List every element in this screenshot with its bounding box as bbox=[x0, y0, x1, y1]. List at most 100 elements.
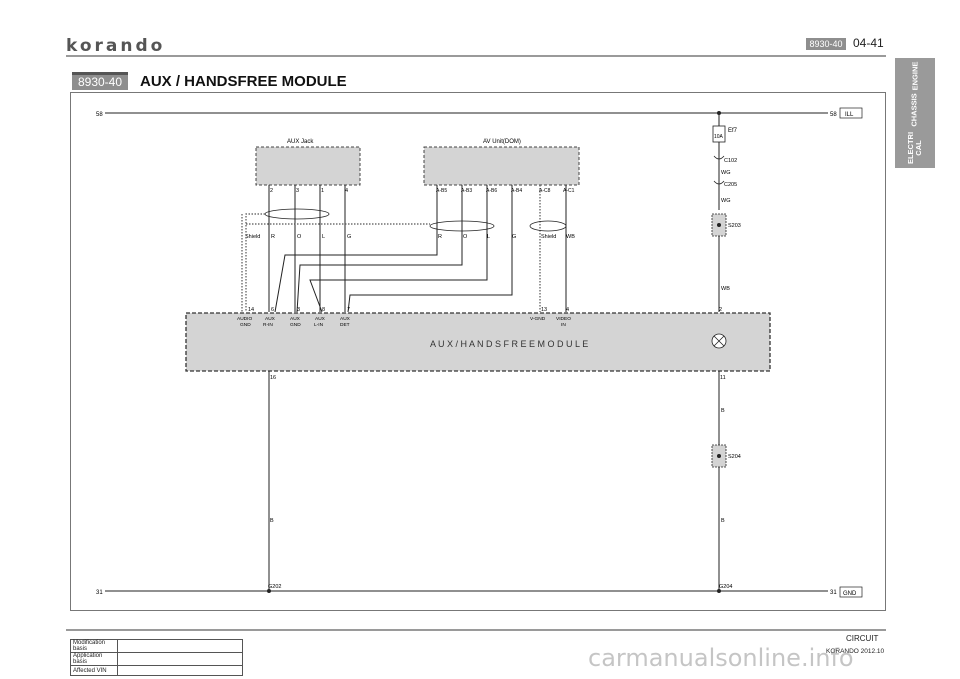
av-wire-l: L bbox=[487, 234, 490, 240]
av-wire-r: R bbox=[438, 234, 442, 240]
av-unit-box bbox=[423, 146, 580, 186]
header-divider bbox=[66, 55, 886, 57]
pin-name-aux-lin-2: L-IN bbox=[314, 322, 324, 328]
av-unit-pin-5: A-C8 bbox=[539, 188, 551, 194]
diagram-frame bbox=[70, 92, 886, 611]
av-unit-label: AV Unit(DOM) bbox=[483, 139, 521, 145]
av-wire-g: G bbox=[512, 234, 516, 240]
av-shield-ring-2 bbox=[529, 220, 567, 232]
av-wire-shield: Shield bbox=[541, 234, 556, 240]
rail-top-tag-box bbox=[839, 107, 863, 119]
pin-name-aux-det-2: DET bbox=[340, 322, 350, 328]
av-unit-pin-1: A-B5 bbox=[436, 188, 447, 194]
av-shield-ring-1 bbox=[429, 220, 495, 232]
av-unit-pin-6: A-C1 bbox=[563, 188, 575, 194]
connector-c205-symbol bbox=[713, 180, 725, 185]
mod-value bbox=[117, 639, 243, 653]
module-pin-16: 16 bbox=[270, 375, 276, 381]
aux-wire-l: L bbox=[322, 234, 325, 240]
rail-bottom-tag-box bbox=[839, 586, 863, 598]
table-row: Modification basis bbox=[70, 639, 243, 653]
brand-logo: korando bbox=[66, 36, 166, 56]
wire-av-r bbox=[274, 185, 438, 313]
aux-wire-shield: Shield bbox=[245, 234, 260, 240]
wire-color-b1: B bbox=[721, 408, 725, 414]
pin-name-aux-gnd-2: GND bbox=[290, 322, 301, 328]
connector-c102-symbol bbox=[713, 155, 725, 160]
pin-name-vgnd: V-GND bbox=[530, 316, 546, 322]
module-pin-6: 6 bbox=[271, 307, 274, 313]
tab-chassis[interactable]: CHASSIS bbox=[895, 92, 935, 128]
title-accent bbox=[72, 72, 128, 75]
aux-jack-pin-1: 2 bbox=[270, 188, 273, 194]
splice-s204-label: S204 bbox=[728, 454, 741, 460]
wire-av-o bbox=[296, 185, 463, 313]
splice-s204-dot bbox=[717, 454, 721, 458]
module-pin-2: 2 bbox=[719, 307, 722, 313]
pin-name-aux-rin-2: R-IN bbox=[263, 322, 273, 328]
rail-bottom-tag: GND bbox=[843, 591, 857, 597]
table-row: Affected VIN bbox=[70, 665, 243, 676]
aux-shield-ring bbox=[264, 208, 330, 220]
module-pin-3: 3 bbox=[297, 307, 300, 313]
aux-wire-o: O bbox=[297, 234, 302, 240]
connector-c102: C102 bbox=[724, 158, 737, 164]
watermark: carmanualsonline.info bbox=[588, 644, 854, 672]
fuse-rating: 10A bbox=[714, 134, 724, 140]
aux-jack-box bbox=[255, 146, 361, 186]
fuse-name: Ef7 bbox=[728, 128, 738, 134]
wire-color-b-left: B bbox=[270, 518, 274, 524]
wire-av-g bbox=[347, 185, 513, 313]
aux-jack-pin-3: 1 bbox=[321, 188, 324, 194]
footer-divider bbox=[66, 629, 886, 631]
splice-s203-dot bbox=[717, 223, 721, 227]
rail-bottom-right-label: 31 bbox=[830, 590, 837, 596]
wire-color-wg1: WG bbox=[721, 170, 730, 176]
pin-name-aux-gnd-1: AUX bbox=[290, 316, 301, 322]
aux-wire-r: R bbox=[271, 234, 275, 240]
wire-color-b2: B bbox=[721, 518, 725, 524]
aux-jack-pin-2: 3 bbox=[296, 188, 299, 194]
footer-model: KORANDO 2012.10 bbox=[826, 648, 885, 655]
pin-name-video-in-1: VIDEO bbox=[556, 316, 571, 322]
modification-table: Modification basis Application basis Aff… bbox=[70, 639, 243, 676]
wire-av-l bbox=[309, 185, 488, 313]
vin-value bbox=[117, 665, 243, 676]
rail-bottom-left-label: 31 bbox=[96, 590, 103, 596]
rail-top-left-label: 58 bbox=[96, 112, 103, 118]
av-wire-wb: WB bbox=[566, 234, 575, 240]
wire-color-wb: WB bbox=[721, 286, 730, 292]
module-pin-4: 4 bbox=[566, 307, 569, 313]
tab-engine[interactable]: ENGINE bbox=[895, 58, 935, 94]
aux-handsfree-module bbox=[185, 312, 771, 372]
pin-name-aux-rin-1: AUX bbox=[265, 316, 276, 322]
rail-top-tag: ILL bbox=[845, 112, 854, 118]
title-code: 8930-40 bbox=[72, 75, 128, 90]
av-unit-pin-2: A-B3 bbox=[461, 188, 472, 194]
module-pin-7: 7 bbox=[347, 307, 350, 313]
aux-jack-label: AUX Jack bbox=[287, 139, 314, 145]
av-unit-pin-3: A-B6 bbox=[486, 188, 497, 194]
table-row: Application basis bbox=[70, 652, 243, 666]
module-pin-8: 8 bbox=[322, 307, 325, 313]
pin-name-aux-det-1: AUX bbox=[340, 316, 351, 322]
page-title: AUX / HANDSFREE MODULE bbox=[140, 73, 347, 90]
app-label: Application basis bbox=[70, 652, 118, 666]
pin-name-audio-gnd-1: AUDIO bbox=[237, 316, 252, 322]
vin-label: Affected VIN bbox=[70, 665, 118, 676]
pin-name-video-in-2: IN bbox=[561, 322, 566, 328]
aux-jack-pin-4: 4 bbox=[345, 188, 348, 194]
mod-label: Modification basis bbox=[70, 639, 118, 653]
pin-name-aux-lin-1: AUX bbox=[315, 316, 326, 322]
aux-wire-g: G bbox=[347, 234, 351, 240]
av-unit-pin-4: A-B4 bbox=[511, 188, 522, 194]
tab-electrical[interactable]: ELECTRI CAL bbox=[895, 128, 935, 168]
wire-color-wg2: WG bbox=[721, 198, 730, 204]
header-section-code: 8930-40 bbox=[806, 38, 846, 50]
connector-c205: C205 bbox=[724, 182, 737, 188]
app-value bbox=[117, 652, 243, 666]
module-pin-11: 11 bbox=[720, 375, 726, 381]
module-pin-13: 13 bbox=[541, 307, 547, 313]
page-number: 04-41 bbox=[853, 36, 884, 50]
